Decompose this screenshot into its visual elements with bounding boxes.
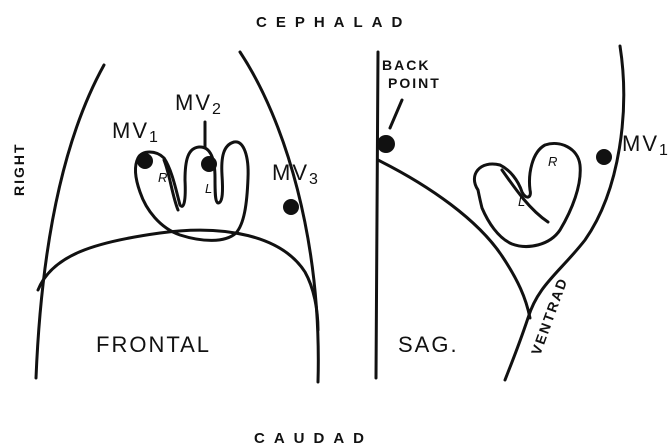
sag-spine-line (376, 52, 378, 378)
frontal-mv2-marker (201, 156, 217, 172)
right-label: RIGHT (11, 142, 27, 196)
frontal-mv3-label: MV3 (272, 160, 320, 188)
sag-back-point-leader (390, 100, 402, 128)
sag-right-lung-label: R (548, 154, 557, 169)
back-point-label-line2: POINT (388, 75, 441, 91)
cephalad-label: CEPHALAD (256, 14, 411, 31)
frontal-diaphragm (38, 230, 318, 330)
frontal-right-chest-wall (240, 52, 318, 382)
ventrad-label: VENTRAD (528, 275, 571, 357)
sag-mv1-marker (596, 149, 612, 165)
frontal-mv1-label: MV1 (112, 118, 160, 146)
sag-lung-outline (474, 144, 580, 247)
frontal-view: MV1 MV2 MV3 R L FRONTAL (36, 52, 320, 382)
caudad-label: CAUDAD (254, 430, 373, 444)
sag-title: SAG. (398, 332, 459, 357)
frontal-left-chest-wall (36, 65, 104, 378)
frontal-lung-outline (136, 142, 249, 241)
frontal-mv2-label: MV2 (175, 90, 223, 118)
frontal-left-lung-label: L (205, 181, 212, 196)
frontal-mv1-marker (137, 153, 153, 169)
sag-back-point-marker (377, 135, 395, 153)
frontal-right-lung-label: R (158, 170, 167, 185)
sag-left-lung-label: L (518, 194, 525, 209)
sag-diaphragm (378, 160, 530, 318)
frontal-mv3-marker (283, 199, 299, 215)
back-point-label-line1: BACK (382, 57, 430, 73)
sag-anterior-wall (505, 46, 624, 380)
sag-mv1-label: MV1 (622, 131, 670, 159)
sagittal-view: BACK POINT MV1 R L VENTRAD SAG. (376, 46, 670, 380)
frontal-title: FRONTAL (96, 332, 211, 357)
